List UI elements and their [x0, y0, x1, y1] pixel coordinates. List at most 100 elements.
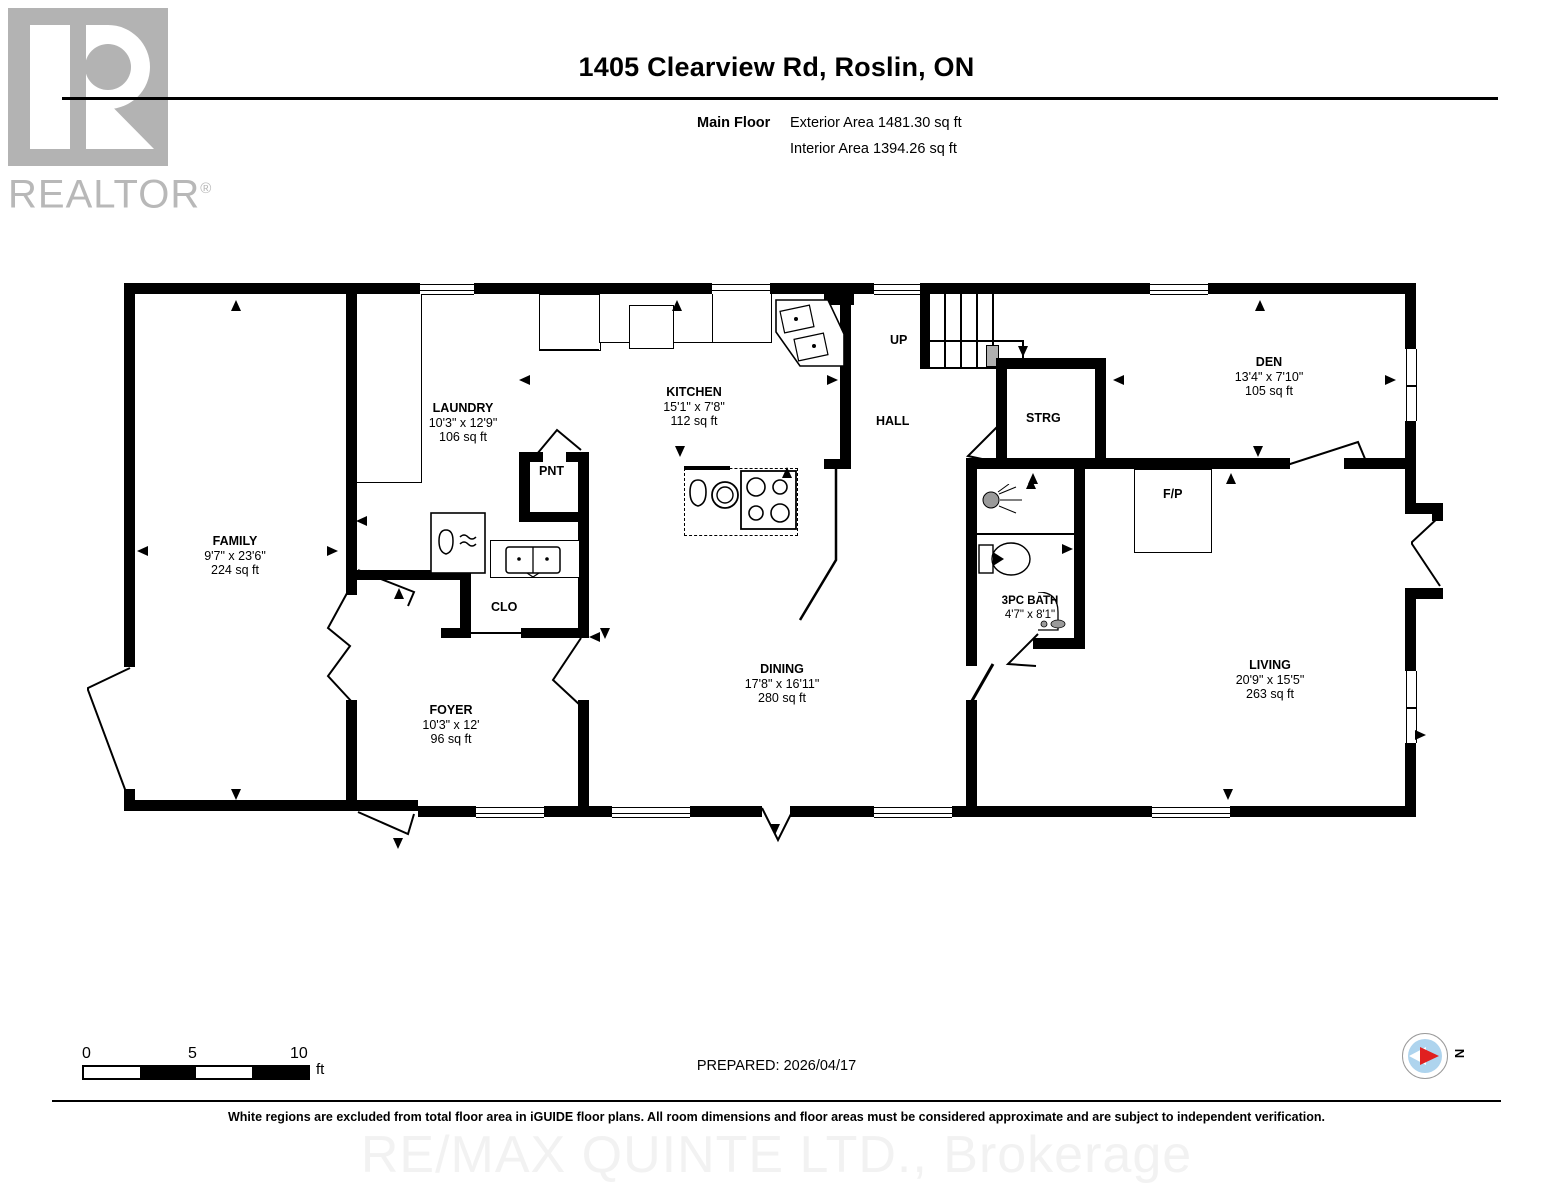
direction-arrow-foyer-up: [394, 588, 404, 599]
direction-arrow-kitchen-right: [827, 375, 838, 385]
window-top-3: [874, 284, 920, 295]
disclaimer-text: White regions are excluded from total fl…: [228, 1110, 1325, 1124]
shower-head-icon: [982, 484, 1022, 514]
wall-strg-top: [996, 358, 1106, 369]
wall-left-lower: [124, 526, 135, 667]
wall-laundry-bottom: [357, 570, 469, 580]
wall-bottom-step: [418, 806, 476, 817]
scale-label-5: 5: [188, 1045, 197, 1062]
stair-riser-0: [928, 283, 930, 369]
scale-seg-2: [140, 1067, 196, 1078]
label-pnt: PNT: [539, 464, 564, 478]
wall-right-living-bot: [1405, 743, 1416, 817]
wall-bottom-dining-r: [790, 806, 874, 817]
scale-seg-4: [252, 1067, 308, 1078]
wall-right-jog-v1: [1432, 503, 1443, 521]
wall-bottom-foyer-l: [346, 800, 418, 811]
brokerage-watermark: RE/MAX QUINTE LTD., Brokerage: [360, 1126, 1193, 1184]
bathtub-icon: [1037, 592, 1066, 631]
wall-right-jog-bot: [1405, 588, 1443, 599]
door-pantry: [536, 428, 582, 455]
stair-riser-3: [976, 283, 978, 369]
door-bath: [1005, 633, 1039, 667]
door-storage: [965, 423, 1001, 463]
direction-arrow-clo-left: [589, 632, 600, 642]
scale-bar: 0 5 10 ft: [82, 1045, 332, 1080]
direction-arrow-kitchen-island: [675, 446, 685, 457]
wall-bath-bottom: [1033, 638, 1085, 649]
wall-bath-left: [966, 458, 977, 666]
room-label-foyer: FOYER 10'3" x 12' 96 sq ft: [422, 703, 480, 746]
compass-red-arrow: [1420, 1047, 1439, 1065]
scale-bar-graphic: [82, 1065, 310, 1080]
island-edge: [684, 466, 730, 470]
wall-closet-left: [460, 570, 471, 636]
door-foyer-exterior: [357, 811, 415, 836]
scale-seg-3: [196, 1067, 252, 1078]
footer-divider: [52, 1100, 1501, 1102]
wall-pnt-left: [519, 452, 530, 522]
wall-family-laundry: [346, 283, 357, 571]
wall-top-family: [124, 283, 420, 294]
direction-arrow-den-top: [1255, 300, 1265, 311]
page-title: 1405 Clearview Rd, Roslin, ON: [578, 52, 975, 82]
window-right-living: [1406, 671, 1417, 743]
wall-right-den-top: [1405, 283, 1416, 349]
wall-bottom-living-r: [1230, 806, 1416, 817]
wall-right-living-top: [1405, 599, 1416, 671]
wall-kitchen-corner: [824, 283, 854, 305]
wall-family-laundry-stub: [346, 571, 357, 595]
direction-arrow-foyer-door: [393, 838, 403, 849]
window-bottom-3: [874, 807, 952, 818]
stair-newel-post: [986, 345, 999, 367]
direction-arrow-cooktop: [782, 467, 792, 478]
wall-closet-bottom-l: [441, 628, 471, 638]
wall-den-living-r: [1344, 458, 1416, 469]
compass-icon: [1402, 1033, 1448, 1079]
wall-closet-bottom-r: [521, 628, 589, 638]
window-right-den: [1406, 349, 1417, 421]
wall-left-upper: [124, 283, 135, 526]
refrigerator: [539, 294, 601, 351]
label-hall: HALL: [876, 414, 910, 428]
window-bottom-2: [612, 807, 690, 818]
direction-arrow-dining-door: [770, 824, 780, 835]
scale-seg-1: [84, 1067, 140, 1078]
wall-right-jog-top: [1405, 503, 1443, 514]
prepared-date: PREPARED: 2026/04/17: [696, 1058, 857, 1074]
stair-direction-arrow: [1018, 346, 1028, 357]
wall-pnt-bottom: [519, 512, 589, 522]
direction-arrow-bath-right: [1062, 544, 1073, 554]
wall-den-living: [1106, 458, 1290, 469]
counter-top-right: [712, 294, 772, 343]
fireplace-hearth: [1134, 469, 1212, 553]
compass-north-label: N: [1452, 1048, 1468, 1059]
door-laundry: [357, 569, 416, 607]
island-sink-icon: [689, 479, 739, 509]
label-strg: STRG: [1026, 411, 1061, 425]
wall-top-den: [1208, 283, 1416, 294]
direction-arrow-den-left: [1113, 375, 1124, 385]
door-dining-exterior: [761, 807, 793, 843]
direction-arrow-living-top: [1226, 473, 1236, 484]
wall-bath-right: [1074, 469, 1085, 649]
window-top-1: [420, 284, 474, 295]
wall-pnt-top-r: [566, 452, 589, 462]
direction-arrow-bath-extra: [1028, 473, 1038, 484]
direction-arrow-den-bottom: [1253, 446, 1263, 457]
wall-stair-left: [920, 283, 928, 369]
wall-kitchen-stub: [824, 459, 851, 469]
bath-divider-line: [977, 533, 1074, 535]
wall-angle-dining-living: [967, 663, 995, 806]
direction-arrow-family-right: [327, 546, 338, 556]
floor-label: Main Floor: [697, 115, 771, 131]
laundry-sink-icon: [505, 546, 561, 578]
direction-arrow-family-bottom: [231, 789, 241, 800]
window-bottom-1: [476, 807, 544, 818]
wall-foyer-dining: [578, 700, 589, 812]
direction-arrow-kitchen-top: [672, 300, 682, 311]
wall-strg-bottom: [966, 458, 1222, 469]
title-divider: [62, 97, 1498, 100]
